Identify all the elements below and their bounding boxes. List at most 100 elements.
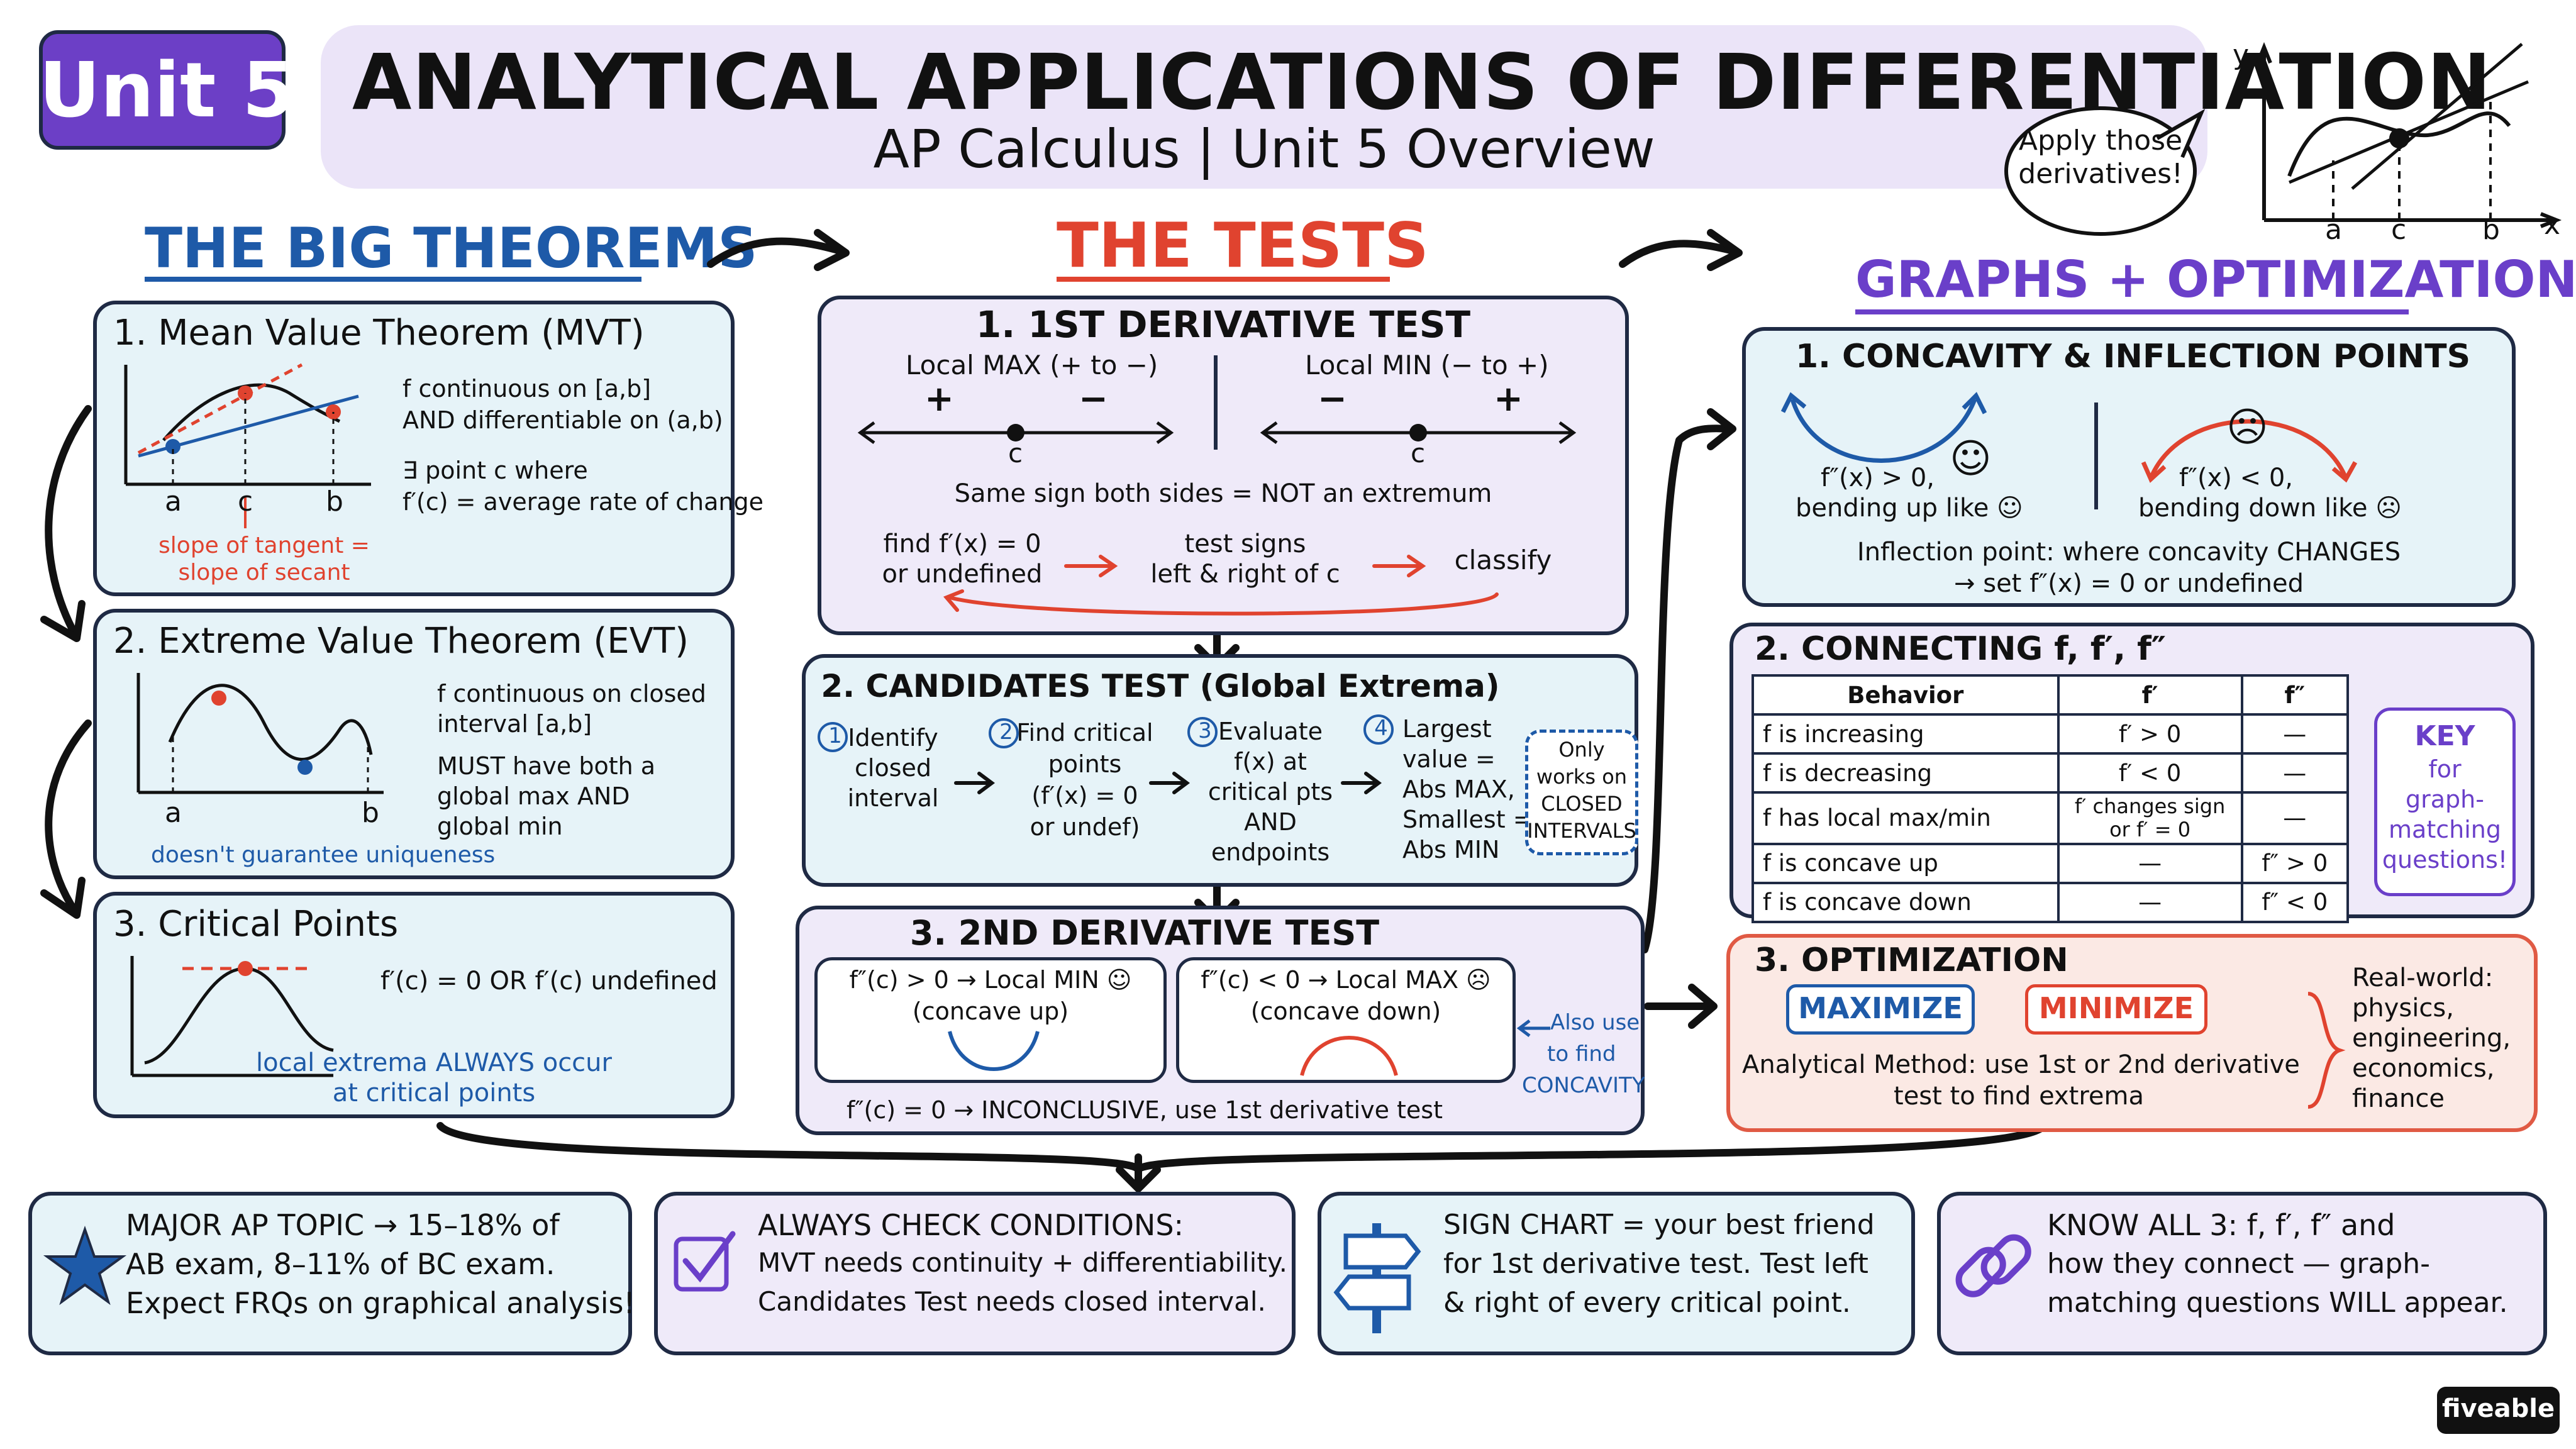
first-test-max: Local MAX (+ to −) — [906, 350, 1158, 380]
mvt-line4: f′(c) = average rate of change — [402, 488, 764, 516]
footer-ap-l2: AB exam, 8–11% of BC exam. — [126, 1247, 555, 1281]
sign-line-min — [1260, 421, 1577, 445]
candidate-step-1-l2: closed — [855, 754, 931, 782]
table-header: f′ — [2057, 674, 2243, 716]
mvt-line3: ∃ point c where — [402, 457, 588, 484]
table-cell: — — [2240, 752, 2350, 794]
concavity-up-l1: f″(x) > 0, — [1821, 464, 1935, 492]
maximize-label: MAXIMIZE — [1798, 991, 1963, 1025]
candidate-step-4-l1: Largest — [1402, 715, 1492, 743]
concavity-frown: ☹ — [2226, 404, 2268, 451]
concave-up-l1: f″(c) > 0 → Local MIN ☺ — [849, 966, 1132, 994]
table-header: f″ — [2240, 674, 2350, 716]
second-test-bottom: f″(c) = 0 → INCONCLUSIVE, use 1st deriva… — [846, 1096, 1443, 1124]
evt-line3: MUST have both a — [437, 752, 656, 780]
candidate-step-3-l4: AND — [1244, 808, 1297, 836]
concavity-side-l3: CONCAVITY — [1522, 1073, 1645, 1098]
mvt-card — [93, 301, 735, 596]
table-cell: — — [2240, 713, 2350, 755]
table-row: f is concave down — f″ < 0 — [1752, 881, 2350, 923]
critical-title: 3. Critical Points — [113, 904, 399, 945]
method-l2: test to find extrema — [1894, 1082, 2144, 1111]
concavity-up-l2: bending up like ☺ — [1796, 494, 2023, 523]
step-test-1: test signs — [1184, 530, 1306, 558]
footer-card-conditions — [654, 1192, 1296, 1355]
evt-line5: global min — [437, 813, 563, 840]
real-world-l2: physics, — [2352, 994, 2454, 1023]
underline-graphs — [1855, 309, 2409, 314]
footer-sign-l2: for 1st derivative test. Test left — [1443, 1248, 1868, 1280]
evt-graph — [136, 673, 384, 794]
closed-note-l3: CLOSED — [1541, 792, 1623, 816]
footer-sign-l3: & right of every critical point. — [1443, 1287, 1851, 1319]
sign-minus-left: − — [1079, 379, 1108, 419]
concave-up-curve — [948, 1031, 1040, 1071]
section-tests: THE TESTS — [1057, 210, 1429, 282]
real-world-l4: economics, — [2352, 1054, 2495, 1083]
evt-line4: global max AND — [437, 782, 630, 810]
footer-ap-l1: MAJOR AP TOPIC → 15–18% of — [126, 1208, 560, 1242]
real-world-brace — [2307, 992, 2346, 1109]
concavity-card — [1742, 327, 2516, 607]
mvt-title: 1. Mean Value Theorem (MVT) — [113, 313, 645, 353]
candidate-step-3-l2: f(x) at — [1234, 748, 1307, 775]
star-icon — [43, 1225, 127, 1306]
footer-card-sign-chart — [1318, 1192, 1915, 1355]
table-cell: — — [2240, 791, 2350, 845]
evt-axis-b: b — [362, 797, 379, 829]
unit-badge — [39, 30, 286, 150]
candidate-step-2-l4: or undef) — [1030, 813, 1140, 841]
minimize-label: MINIMIZE — [2038, 991, 2194, 1025]
concave-down-panel — [1176, 957, 1516, 1083]
table-cell: f″ > 0 — [2240, 842, 2350, 884]
candidate-step-1-l1: Identify — [848, 724, 938, 752]
critical-note2: at critical points — [332, 1079, 536, 1108]
concavity-divider — [2094, 402, 2098, 509]
mini-graph-b: b — [2482, 214, 2500, 246]
second-test-title: 3. 2ND DERIVATIVE TEST — [909, 913, 1380, 953]
sign-c-left: c — [1008, 438, 1023, 469]
closed-note-l4: INTERVALS — [1527, 819, 1636, 843]
table-header-row: Behavior f′ f″ — [1752, 674, 2350, 716]
candidate-step-4-l4: Smallest = — [1402, 806, 1533, 833]
concave-up-arc — [1780, 392, 1987, 463]
closed-note-l1: Only — [1558, 738, 1605, 762]
connecting-title: 2. CONNECTING f, f′, f″ — [1755, 630, 2166, 668]
mini-graph-a: a — [2325, 214, 2342, 246]
critical-graph — [130, 956, 334, 1077]
chain-link-icon — [1955, 1234, 2031, 1297]
signpost-icon — [1333, 1223, 1421, 1333]
concavity-down-l1: f″(x) < 0, — [2179, 464, 2294, 492]
footer-cond-l1: ALWAYS CHECK CONDITIONS: — [758, 1208, 1184, 1242]
candidate-step-4-num — [1363, 714, 1394, 745]
inflection-l1: Inflection point: where concavity CHANGE… — [1857, 538, 2401, 567]
concave-up-panel — [814, 957, 1167, 1083]
underline-big-theorems — [145, 277, 641, 282]
evt-line2: interval [a,b] — [437, 710, 592, 738]
unit-badge-label: Unit 5 — [39, 47, 295, 135]
table-row: f has local max/min f′ changes sign or f… — [1752, 791, 2350, 845]
candidate-step-2-l1: Find critical — [1016, 719, 1153, 747]
minimize-badge — [2025, 984, 2207, 1035]
sign-c-right: c — [1411, 438, 1426, 469]
mvt-note1: slope of tangent = — [158, 533, 370, 558]
candidate-step-4-l2: value = — [1402, 745, 1496, 773]
mvt-axis-c: c — [238, 486, 253, 518]
candidate-step-2-l2: points — [1048, 750, 1122, 778]
footer-cond-l2: MVT needs continuity + differentiability… — [758, 1247, 1287, 1278]
footer-card-ap-topic — [28, 1192, 632, 1355]
table-cell: f′ changes sign or f′ = 0 — [2057, 791, 2243, 845]
concavity-down-l2: bending down like ☹ — [2138, 494, 2402, 523]
key-note-l2: for — [2428, 755, 2462, 783]
speech-bubble — [2004, 106, 2206, 236]
brand-badge — [2437, 1387, 2560, 1434]
table-cell: f′ < 0 — [2057, 752, 2243, 794]
sign-plus-left: + — [924, 379, 954, 419]
concave-down-curve — [1300, 1036, 1398, 1076]
concave-up-l2: (concave up) — [912, 997, 1069, 1025]
concave-down-arc — [2141, 419, 2358, 483]
candidate-step-2-l3: (f′(x) = 0 — [1031, 782, 1138, 809]
table-cell: f is increasing — [1752, 713, 2060, 755]
step-test-2: left & right of c — [1150, 560, 1340, 589]
